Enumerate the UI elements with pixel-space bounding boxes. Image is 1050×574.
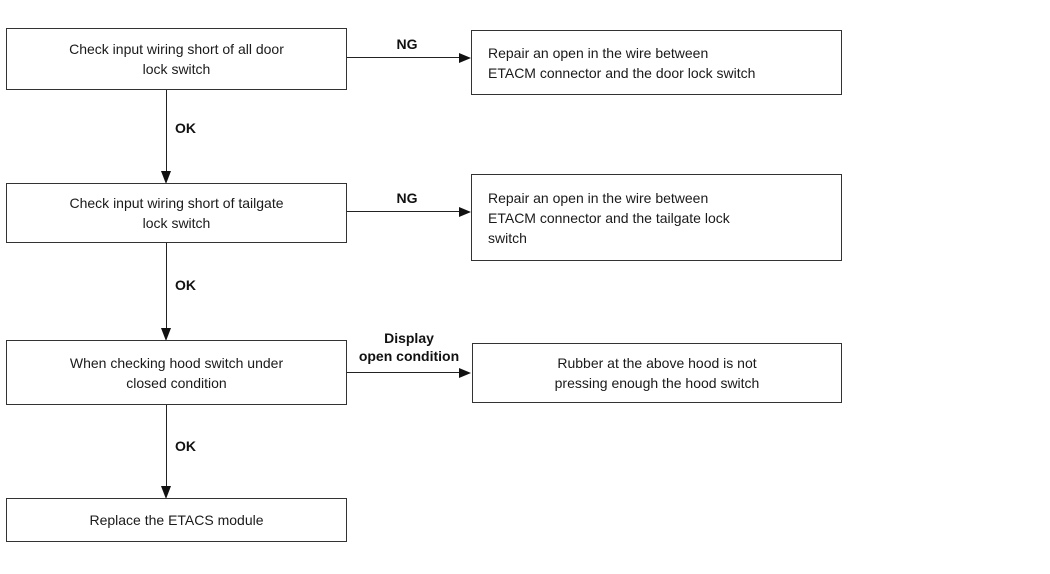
edge-label-display-open: Display open condition: [358, 330, 460, 364]
arrowhead-down-icon: [161, 171, 171, 184]
node-repair-door-lock-wire-text: Repair an open in the wire between ETACM…: [488, 44, 756, 81]
node-check-door-lock-switch-text: Check input wiring short of all door loc…: [69, 41, 284, 77]
edge-display-open-line: [347, 372, 459, 373]
node-replace-etacs-module: Replace the ETACS module: [6, 498, 347, 542]
node-check-tailgate-lock-switch: Check input wiring short of tailgate loc…: [6, 183, 347, 243]
node-repair-door-lock-wire: Repair an open in the wire between ETACM…: [471, 30, 842, 95]
node-check-door-lock-switch: Check input wiring short of all door loc…: [6, 28, 347, 90]
edge-label-ok3: OK: [175, 438, 196, 454]
edge-label-ok2: OK: [175, 277, 196, 293]
node-repair-tailgate-lock-wire: Repair an open in the wire between ETACM…: [471, 174, 842, 261]
node-hood-rubber-result-text: Rubber at the above hood is not pressing…: [554, 355, 760, 391]
node-check-hood-switch: When checking hood switch under closed c…: [6, 340, 347, 405]
arrowhead-right-icon: [459, 207, 471, 217]
edge-ok2-line: [166, 243, 167, 329]
arrowhead-right-icon: [459, 368, 471, 378]
node-check-tailgate-lock-switch-text: Check input wiring short of tailgate loc…: [69, 195, 284, 231]
edge-label-ng2: NG: [396, 190, 418, 206]
node-hood-rubber-result: Rubber at the above hood is not pressing…: [472, 343, 842, 403]
edge-ng2-line: [347, 211, 459, 212]
arrowhead-down-icon: [161, 486, 171, 499]
edge-ok3-line: [166, 405, 167, 487]
edge-ng1-line: [347, 57, 459, 58]
node-check-hood-switch-text: When checking hood switch under closed c…: [69, 354, 284, 391]
arrowhead-down-icon: [161, 328, 171, 341]
edge-label-ng1: NG: [396, 36, 418, 52]
node-repair-tailgate-lock-wire-text: Repair an open in the wire between ETACM…: [488, 189, 730, 246]
edge-label-ok1: OK: [175, 120, 196, 136]
node-replace-etacs-module-text: Replace the ETACS module: [89, 512, 264, 528]
edge-ok1-line: [166, 90, 167, 172]
arrowhead-right-icon: [459, 53, 471, 63]
